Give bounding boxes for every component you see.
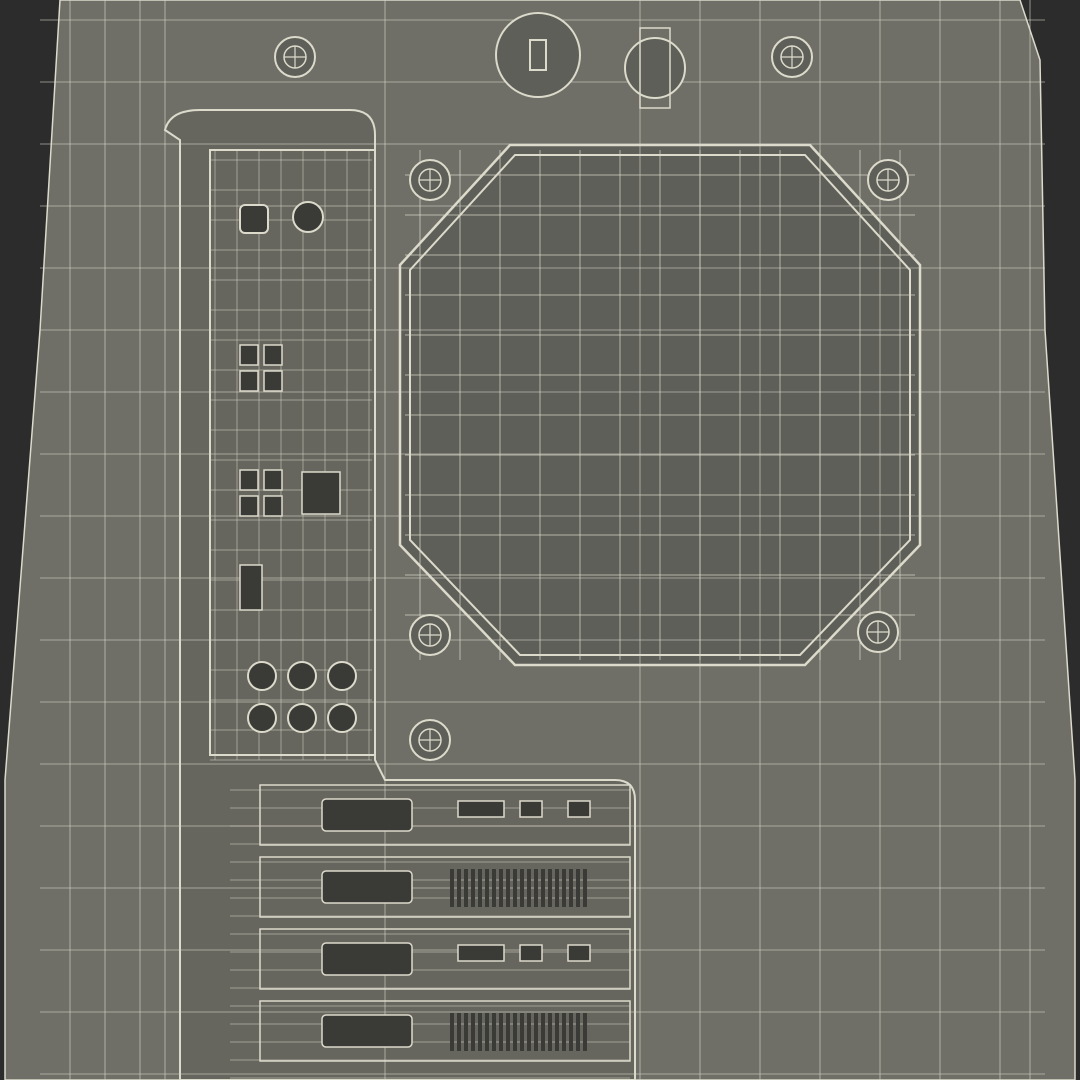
ethernet-port-icon <box>301 471 341 515</box>
vent-slot <box>513 869 517 907</box>
mini-displayport-icon <box>519 800 543 818</box>
ports-and-screws <box>209 12 911 1062</box>
vent-slot <box>450 1013 454 1051</box>
mini-displayport-icon <box>567 800 591 818</box>
vent-slot <box>464 869 468 907</box>
screw-cross <box>867 621 889 643</box>
vent-slot <box>471 869 475 907</box>
vent-slot <box>576 1013 580 1051</box>
displayport-icon <box>239 564 263 611</box>
screw-cross <box>781 46 803 68</box>
audio-jack-icon <box>327 661 357 691</box>
vent-slot <box>492 1013 496 1051</box>
vent-slot <box>457 1013 461 1051</box>
dvi-port-icon <box>321 1014 413 1048</box>
vent-slot <box>583 869 587 907</box>
vent-slot <box>583 1013 587 1051</box>
dvi-port-icon <box>321 942 413 976</box>
fan-frame-inner <box>409 154 911 656</box>
optical-port-icon <box>239 204 269 234</box>
usb-port-icon <box>239 495 259 517</box>
vent-slot <box>527 1013 531 1051</box>
audio-jack-icon <box>327 703 357 733</box>
screw-cross <box>419 624 441 646</box>
mini-displayport-icon <box>519 944 543 962</box>
vent-slot <box>569 1013 573 1051</box>
vent-slot <box>485 869 489 907</box>
vent-slot <box>499 869 503 907</box>
vent-slot <box>576 869 580 907</box>
lock-tab <box>639 27 671 109</box>
screw-cross <box>284 46 306 68</box>
usb-port-icon <box>263 469 283 491</box>
vent-slot <box>548 1013 552 1051</box>
io-shield <box>209 149 376 756</box>
vent-slot <box>569 869 573 907</box>
pci-slot <box>259 856 631 918</box>
hdmi-port-icon <box>457 944 505 962</box>
audio-jack-icon <box>287 703 317 733</box>
vent-slot <box>499 1013 503 1051</box>
hdmi-port-icon <box>457 800 505 818</box>
audio-jack-icon <box>287 661 317 691</box>
vent-slot <box>541 1013 545 1051</box>
vent-slot <box>506 869 510 907</box>
vent-slot <box>520 869 524 907</box>
usb-port-icon <box>263 370 283 392</box>
dvi-port-icon <box>321 870 413 904</box>
power-socket-slot <box>529 39 547 71</box>
power-socket <box>495 12 581 98</box>
vent-slot <box>464 1013 468 1051</box>
vent-slot <box>534 869 538 907</box>
vent-slot <box>478 1013 482 1051</box>
vent-slot <box>562 869 566 907</box>
screw-cross <box>419 169 441 191</box>
vent-slot <box>471 1013 475 1051</box>
usb-port-icon <box>239 370 259 392</box>
pci-slot <box>259 1000 631 1062</box>
vent-slot <box>548 869 552 907</box>
pci-slot <box>259 928 631 990</box>
vent-slot <box>541 869 545 907</box>
vent-slot <box>492 869 496 907</box>
pci-slot <box>259 784 631 846</box>
vent-slot <box>562 1013 566 1051</box>
vent-slot <box>555 869 559 907</box>
dvi-port-icon <box>321 798 413 832</box>
audio-jack-icon <box>247 703 277 733</box>
vent-slot <box>527 869 531 907</box>
vent-slot <box>506 1013 510 1051</box>
vent-slot <box>450 869 454 907</box>
vent-slot <box>485 1013 489 1051</box>
audio-jack-icon <box>247 661 277 691</box>
usb-port-icon <box>263 344 283 366</box>
vent-slot <box>457 869 461 907</box>
usb-port-icon <box>263 495 283 517</box>
lock-knob <box>624 37 686 99</box>
vent-slot <box>520 1013 524 1051</box>
mini-displayport-icon <box>567 944 591 962</box>
coax-port-icon <box>292 201 324 233</box>
usb-port-icon <box>239 469 259 491</box>
usb-port-icon <box>239 344 259 366</box>
vent-slot <box>534 1013 538 1051</box>
screw-cross <box>877 169 899 191</box>
screw-cross <box>419 729 441 751</box>
vent-slot <box>478 869 482 907</box>
vent-slot <box>555 1013 559 1051</box>
vent-slot <box>513 1013 517 1051</box>
